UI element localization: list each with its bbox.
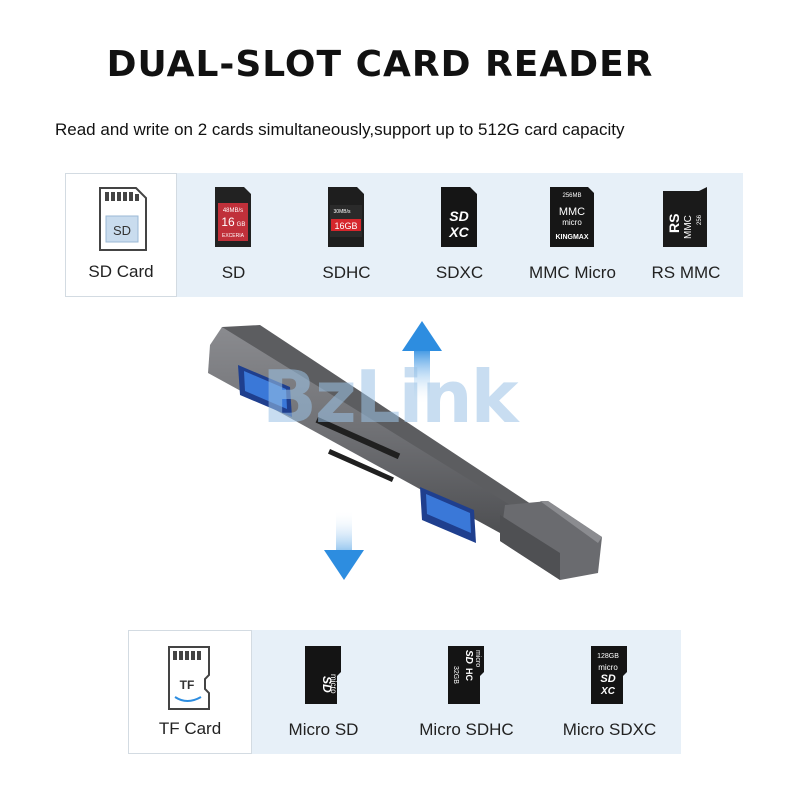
micro-sdhc-label: Micro SDHC (419, 720, 514, 739)
svg-text:RS: RS (666, 214, 682, 233)
sd-label: SD (221, 263, 246, 282)
sd-card-types-strip: SD SD Card 48MB/s 16 GB EXCERIA SD 30MB/… (65, 173, 743, 297)
sd-icon-text: SD (113, 223, 131, 238)
sd-card-category: SD SD Card (65, 173, 177, 297)
tf-icon-text: TF (180, 678, 195, 692)
sd-card-icon: 48MB/s 16 GB EXCERIA (215, 187, 251, 247)
svg-text:micro: micro (598, 663, 618, 672)
svg-text:32GB: 32GB (452, 666, 459, 684)
card-type-sd: 48MB/s 16 GB EXCERIA SD (177, 173, 290, 297)
sdhc-card-icon: 30MB/s 16GB (328, 187, 364, 247)
svg-text:XC: XC (600, 686, 616, 697)
page-title: DUAL-SLOT CARD READER (106, 44, 654, 85)
svg-text:EXCERIA: EXCERIA (222, 233, 245, 239)
svg-text:128GB: 128GB (597, 653, 619, 660)
svg-text:256MB: 256MB (562, 193, 581, 199)
micro-sdxc-card-icon: 128GB micro SD XC (591, 646, 627, 704)
tf-card-types-strip: TF TF Card micro SD Micro SD 32GB micro … (128, 630, 681, 754)
brand-watermark: BzLink (262, 355, 518, 439)
svg-text:micro: micro (329, 674, 338, 694)
micro-sd-label: Micro SD (288, 720, 359, 739)
svg-text:SD: SD (320, 676, 334, 693)
rs-mmc-card-icon: RS MMC 256 (663, 187, 707, 247)
svg-text:256: 256 (697, 214, 703, 225)
tf-card-category: TF TF Card (128, 630, 252, 754)
svg-text:XC: XC (448, 224, 469, 240)
card-reader-illustration (208, 321, 602, 580)
svg-text:micro: micro (562, 218, 582, 227)
micro-sdxc-label: Micro SDXC (562, 720, 657, 739)
svg-text:16GB: 16GB (334, 221, 357, 231)
card-type-mmc-micro: 256MB MMC micro KINGMAX MMC Micro (516, 173, 629, 297)
svg-text:micro: micro (474, 650, 481, 667)
sd-card-label: SD Card (88, 262, 154, 281)
card-type-rs-mmc: RS MMC 256 RS MMC (629, 173, 743, 297)
svg-text:KINGMAX: KINGMAX (555, 234, 588, 241)
svg-text:30MB/s: 30MB/s (334, 209, 351, 215)
card-type-sdxc: SD XC SDXC (403, 173, 516, 297)
card-type-sdhc: 30MB/s 16GB SDHC (290, 173, 403, 297)
svg-text:SD: SD (449, 208, 468, 224)
svg-text:48MB/s: 48MB/s (223, 208, 243, 214)
card-type-micro-sdhc: 32GB micro SD HC Micro SDHC (395, 630, 538, 754)
sdhc-label: SDHC (322, 263, 371, 282)
card-type-micro-sd: micro SD Micro SD (252, 630, 395, 754)
mmc-micro-card-icon: 256MB MMC micro KINGMAX (550, 187, 594, 247)
usb-port-right (420, 487, 476, 543)
usb-port-left (238, 365, 292, 417)
sdxc-label: SDXC (435, 263, 484, 282)
arrow-down-icon (324, 510, 364, 580)
micro-sd-card-icon: micro SD (305, 646, 341, 704)
rs-mmc-label: RS MMC (651, 263, 721, 282)
card-type-micro-sdxc: 128GB micro SD XC Micro SDXC (538, 630, 681, 754)
sd-slot (315, 417, 401, 483)
tf-card-label: TF Card (158, 719, 222, 738)
device-body (208, 325, 602, 580)
mmc-micro-label: MMC Micro (529, 263, 616, 282)
svg-text:SD: SD (463, 650, 474, 664)
svg-text:MMC: MMC (683, 215, 694, 239)
svg-text:MMC: MMC (559, 206, 585, 218)
sdxc-card-icon: SD XC (441, 187, 477, 247)
arrow-up-icon (402, 321, 442, 405)
svg-text:HC: HC (464, 668, 474, 681)
micro-sdhc-card-icon: 32GB micro SD HC (448, 646, 484, 704)
svg-text:GB: GB (237, 222, 246, 228)
tf-card-outline-icon: TF (168, 646, 210, 710)
svg-text:SD: SD (600, 673, 615, 685)
svg-text:16: 16 (221, 215, 235, 229)
sd-card-outline-icon: SD (99, 187, 147, 251)
page-subtitle: Read and write on 2 cards simultaneously… (55, 120, 625, 139)
